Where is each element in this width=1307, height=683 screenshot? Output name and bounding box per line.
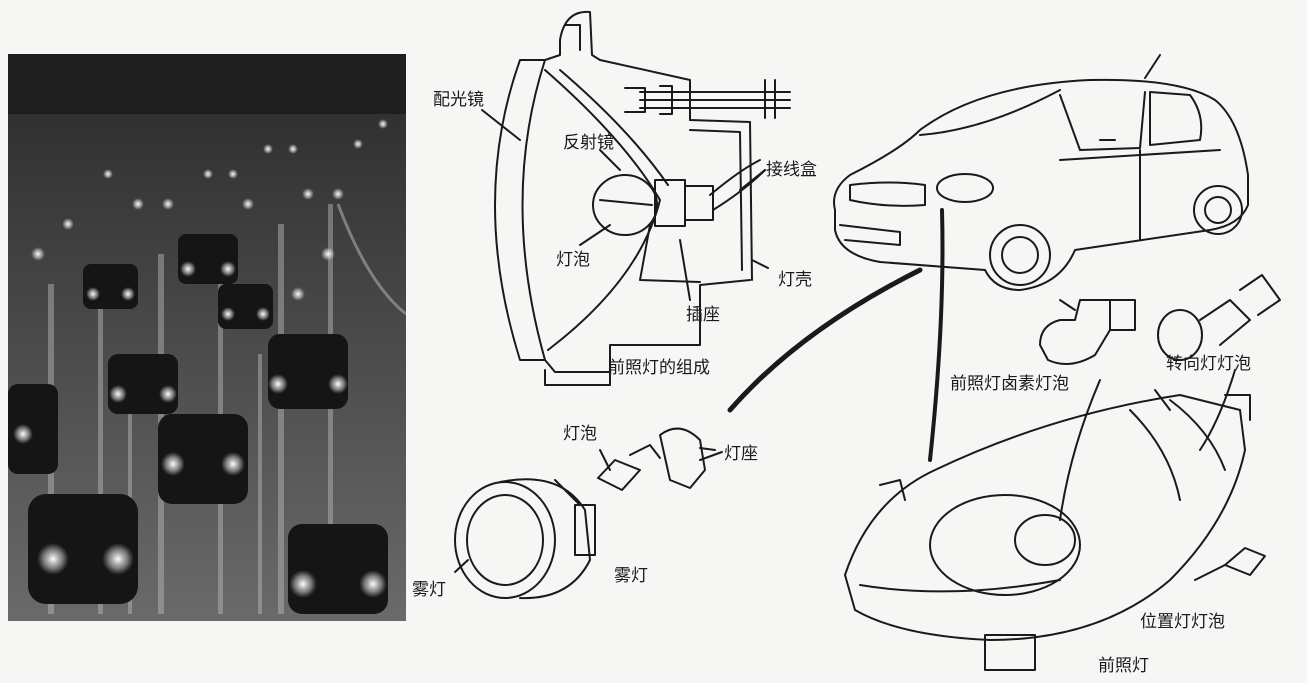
halogen-bulb-drawing	[1039, 299, 1136, 365]
label-headlamp-bulb: 灯泡	[556, 250, 590, 270]
label-fog-lamp: 雾灯	[412, 580, 446, 600]
night-traffic-illustration	[8, 54, 406, 621]
fog-lamp-drawing	[454, 427, 723, 600]
label-housing: 灯壳	[778, 270, 812, 290]
caption-headlamp-assembly: 前照灯的组成	[608, 358, 710, 378]
label-position-bulb: 位置灯灯泡	[1140, 612, 1225, 632]
label-halogen-bulb: 前照灯卤素灯泡	[950, 374, 1069, 394]
label-socket: 插座	[686, 305, 720, 325]
label-turn-signal-bulb: 转向灯灯泡	[1166, 354, 1251, 374]
label-bulb-holder: 灯座	[724, 444, 758, 464]
label-fog-bulb: 灯泡	[563, 424, 597, 444]
night-traffic-photo	[8, 54, 406, 621]
turn-signal-bulb-drawing	[1157, 274, 1281, 361]
caption-headlamp: 前照灯	[1098, 656, 1149, 676]
caption-fog-lamp: 雾灯	[614, 566, 648, 586]
headlamp-cross-section-drawing	[481, 10, 791, 386]
label-reflector: 反射镜	[563, 133, 614, 153]
car-drawing	[833, 54, 1249, 291]
label-junction-box: 接线盒	[766, 160, 817, 180]
headlamp-assembly-drawing	[844, 369, 1266, 671]
label-lens: 配光镜	[433, 90, 484, 110]
